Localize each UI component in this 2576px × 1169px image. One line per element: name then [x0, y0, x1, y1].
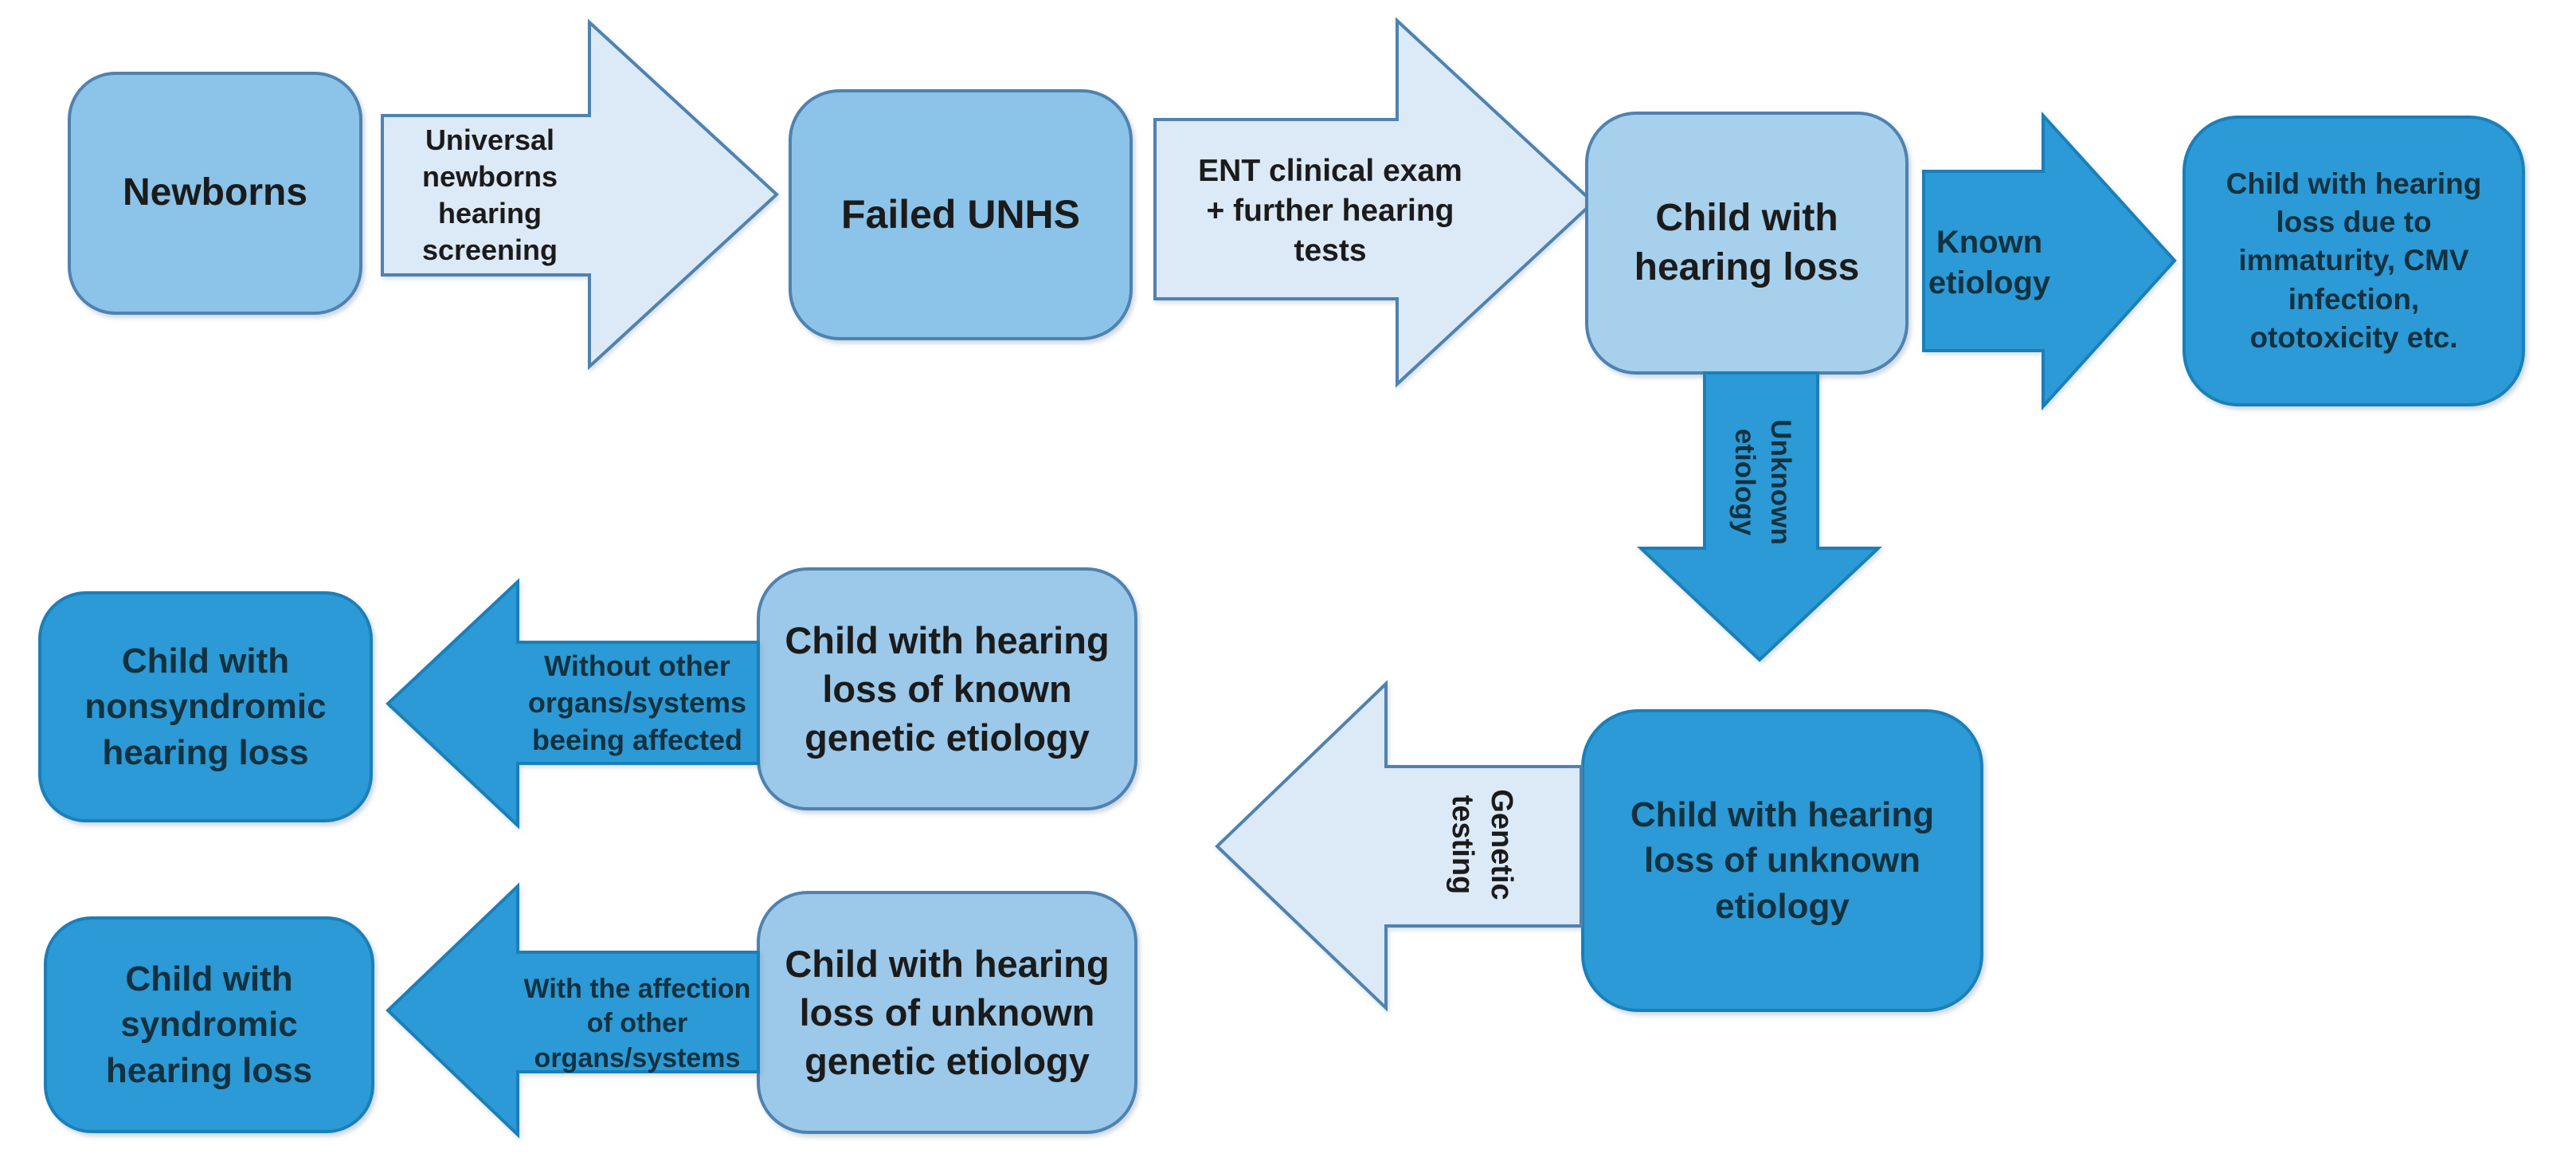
node-unknown-etiology-child-label: Child with hearing loss of unknown etiol… — [1630, 795, 1935, 926]
node-child-with-hearing-loss: Child with hearing loss — [1585, 112, 1909, 375]
node-unknown-genetic-etiology: Child with hearing loss of unknown genet… — [757, 891, 1137, 1134]
arrow-without-other-organs — [386, 578, 760, 830]
down-arrow-icon — [1636, 371, 1883, 662]
node-known-etiology-outcome: Child with hearing loss due to immaturit… — [2183, 116, 2525, 406]
arrow-genetic-testing — [1215, 680, 1583, 1012]
arrow-known-etiology — [1922, 111, 2177, 411]
node-known-genetic-etiology: Child with hearing loss of known genetic… — [757, 567, 1137, 810]
left-arrow-icon — [1215, 680, 1583, 1012]
node-newborns-label: Newborns — [122, 171, 308, 214]
node-syndromic-label: Child with syndromic hearing loss — [105, 959, 313, 1090]
node-failed-unhs: Failed UNHS — [789, 89, 1133, 340]
arrow-ent-exam — [1153, 17, 1595, 388]
node-known-genetic-etiology-label: Child with hearing loss of known genetic… — [785, 618, 1110, 759]
right-arrow-icon — [381, 18, 779, 371]
arrow-unknown-etiology — [1636, 371, 1883, 662]
right-arrow-icon — [1153, 17, 1595, 388]
node-known-etiology-outcome-label: Child with hearing loss due to immaturit… — [2226, 167, 2482, 354]
node-failed-unhs-label: Failed UNHS — [840, 192, 1081, 237]
left-arrow-icon — [386, 578, 760, 830]
node-syndromic: Child with syndromic hearing loss — [44, 916, 374, 1133]
node-unknown-etiology-child: Child with hearing loss of unknown etiol… — [1581, 709, 1983, 1012]
right-arrow-icon — [1922, 111, 2177, 411]
node-child-with-hearing-loss-label: Child with hearing loss — [1634, 196, 1860, 288]
node-nonsyndromic: Child with nonsyndromic hearing loss — [38, 591, 373, 822]
node-nonsyndromic-label: Child with nonsyndromic hearing loss — [84, 641, 327, 772]
node-unknown-genetic-etiology-label: Child with hearing loss of unknown genet… — [785, 942, 1110, 1083]
left-arrow-icon — [386, 882, 760, 1139]
node-newborns: Newborns — [68, 72, 362, 315]
arrow-with-affection — [386, 882, 760, 1139]
arrow-universal-screening — [381, 18, 779, 371]
